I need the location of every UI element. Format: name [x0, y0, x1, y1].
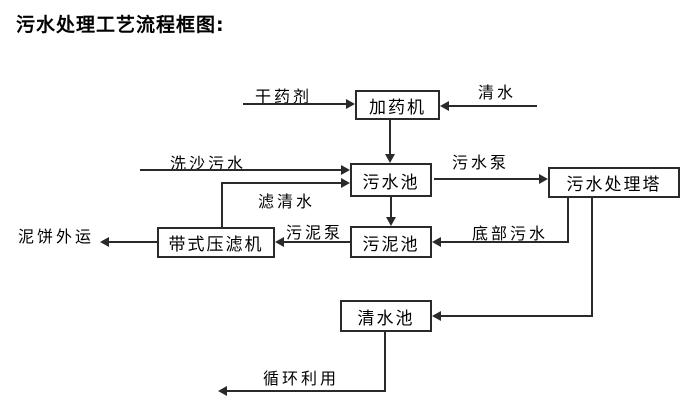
arrow-left-icon [440, 101, 449, 111]
label-sewage-pump: 污水泵 [452, 153, 510, 172]
dry-chemical-line [243, 103, 347, 105]
bottom-sewage-line [441, 241, 569, 243]
tower-to-clean-pool-drop-line [591, 198, 593, 317]
tower-to-clean-pool-line [441, 315, 593, 317]
pool-to-sludge-line [390, 197, 392, 218]
bottom-sewage-drop-line [567, 198, 569, 243]
node-belt-filter-press: 带式压滤机 [157, 227, 275, 258]
arrow-right-icon [346, 99, 355, 109]
arrow-right-icon [341, 165, 350, 175]
arrow-left-icon [218, 386, 227, 396]
node-treatment-tower: 污水处理塔 [548, 167, 680, 198]
filtered-water-line [221, 182, 341, 184]
node-sludge-pool: 污泥池 [350, 226, 432, 258]
arrow-left-icon [100, 237, 109, 247]
label-sludge-pump: 污泥泵 [286, 223, 344, 242]
arrow-left-icon [432, 311, 441, 321]
arrow-right-icon [341, 178, 350, 188]
dosing-to-pool-line [389, 120, 391, 154]
arrow-left-icon [432, 237, 441, 247]
clean-water-line [449, 105, 537, 107]
arrow-down-icon [386, 217, 396, 226]
node-dosing-machine: 加药机 [355, 90, 440, 120]
arrow-left-icon [275, 237, 284, 247]
sand-washing-line [140, 169, 341, 171]
label-sand-washing-sewage: 洗沙污水 [170, 154, 247, 173]
arrow-down-icon [385, 154, 395, 163]
node-clean-water-pool: 清水池 [340, 300, 432, 332]
filtered-water-riser-line [221, 182, 223, 227]
label-recycling: 循环利用 [263, 369, 340, 388]
mud-cake-line [109, 241, 157, 243]
label-dry-chemical: 干药剂 [255, 87, 313, 106]
page-title: 污水处理工艺流程框图: [16, 14, 225, 36]
sludge-pump-line [284, 241, 350, 243]
label-clean-water: 清水 [478, 83, 517, 102]
arrow-right-icon [539, 174, 548, 184]
label-bottom-sewage: 底部污水 [472, 224, 549, 243]
recycling-line [227, 390, 386, 392]
recycling-drop-line [384, 332, 386, 392]
node-sewage-pool: 污水池 [350, 163, 432, 197]
label-filtered-clean-water: 滤清水 [258, 192, 316, 211]
label-mud-cake-outbound: 泥饼外运 [18, 227, 95, 246]
sewage-pump-line [434, 178, 539, 180]
